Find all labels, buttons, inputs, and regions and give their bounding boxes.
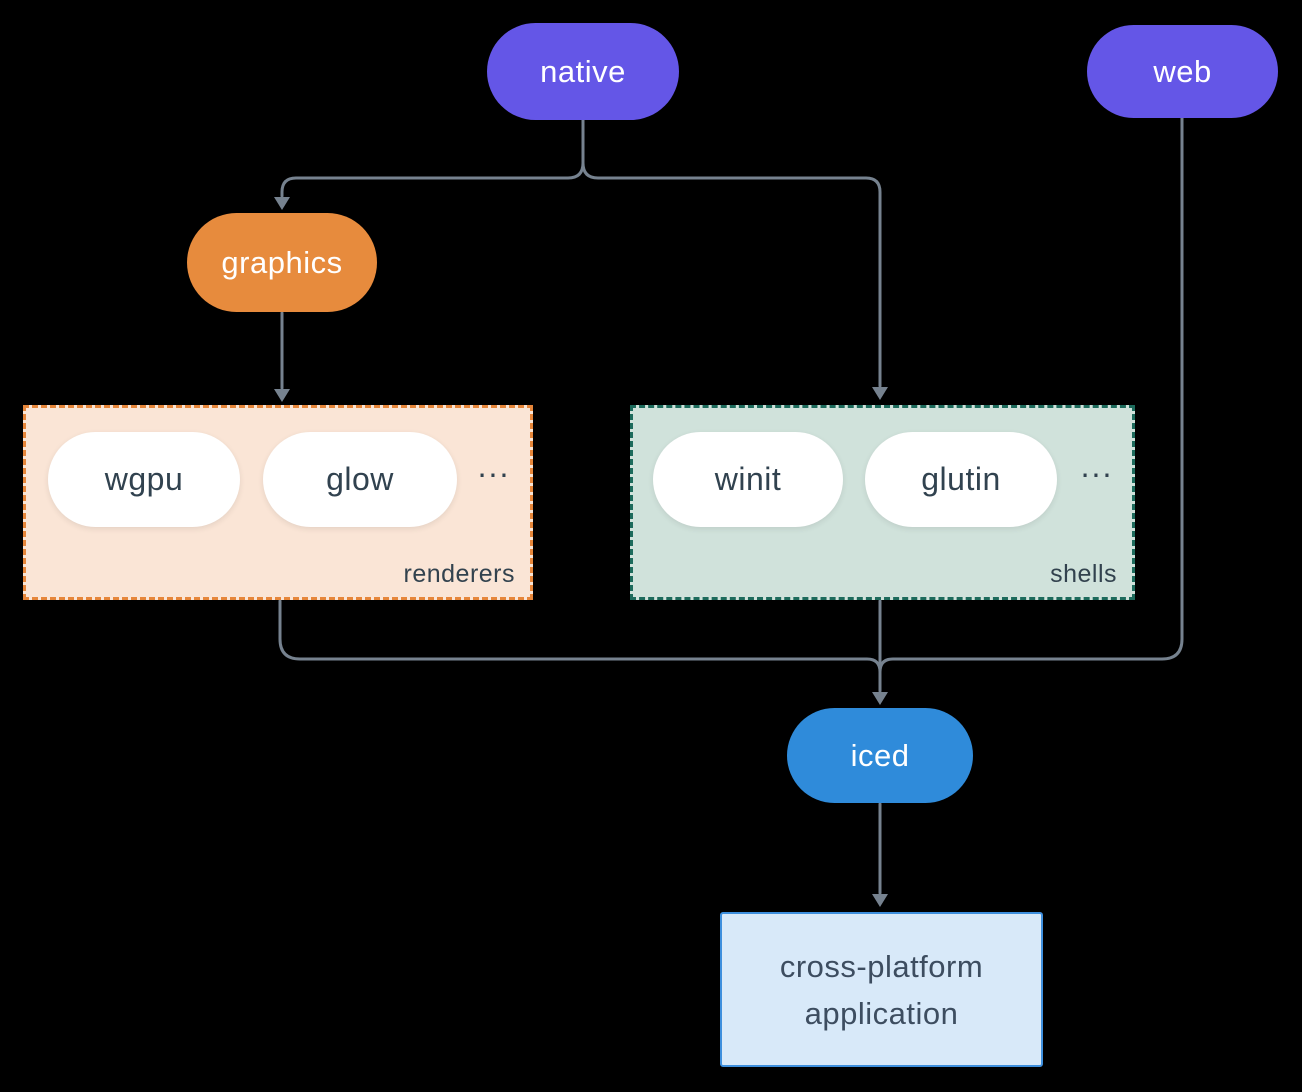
renderers-group-label: renderers bbox=[403, 560, 515, 588]
node-glow-label: glow bbox=[326, 461, 394, 497]
node-wgpu-label: wgpu bbox=[104, 461, 184, 497]
edge-native-shells bbox=[581, 161, 882, 388]
application-label-line1: cross-platform bbox=[779, 948, 984, 984]
node-iced: iced bbox=[787, 708, 973, 803]
node-cross-platform-application: cross-platform application bbox=[720, 912, 1043, 1067]
edge-renderers-iced bbox=[278, 599, 882, 674]
node-glutin-label: glutin bbox=[921, 461, 1001, 497]
shells-ellipsis: ... bbox=[1080, 448, 1114, 484]
node-winit: winit bbox=[653, 432, 843, 527]
node-web: web bbox=[1087, 25, 1278, 118]
arrowhead-iced bbox=[872, 692, 888, 705]
node-winit-label: winit bbox=[714, 461, 782, 497]
node-graphics-label: graphics bbox=[221, 244, 343, 280]
node-iced-label: iced bbox=[850, 737, 910, 773]
group-renderers: wgpu glow ... renderers bbox=[23, 405, 533, 600]
shells-group-label: shells bbox=[1050, 560, 1117, 588]
group-shells: winit glutin ... shells bbox=[630, 405, 1135, 600]
node-graphics: graphics bbox=[187, 213, 377, 312]
renderers-ellipsis: ... bbox=[477, 448, 511, 484]
arrowhead-application bbox=[872, 894, 888, 907]
arrowhead-graphics bbox=[274, 197, 290, 210]
node-glutin: glutin bbox=[865, 432, 1057, 527]
node-wgpu: wgpu bbox=[48, 432, 240, 527]
application-label-line2: application bbox=[804, 995, 959, 1031]
arrowhead-shells bbox=[872, 387, 888, 400]
node-native-label: native bbox=[540, 53, 626, 89]
node-native: native bbox=[487, 23, 679, 120]
node-web-label: web bbox=[1153, 53, 1212, 89]
node-glow: glow bbox=[263, 432, 457, 527]
arrowhead-renderers bbox=[274, 389, 290, 402]
edge-native-graphics bbox=[280, 118, 585, 198]
